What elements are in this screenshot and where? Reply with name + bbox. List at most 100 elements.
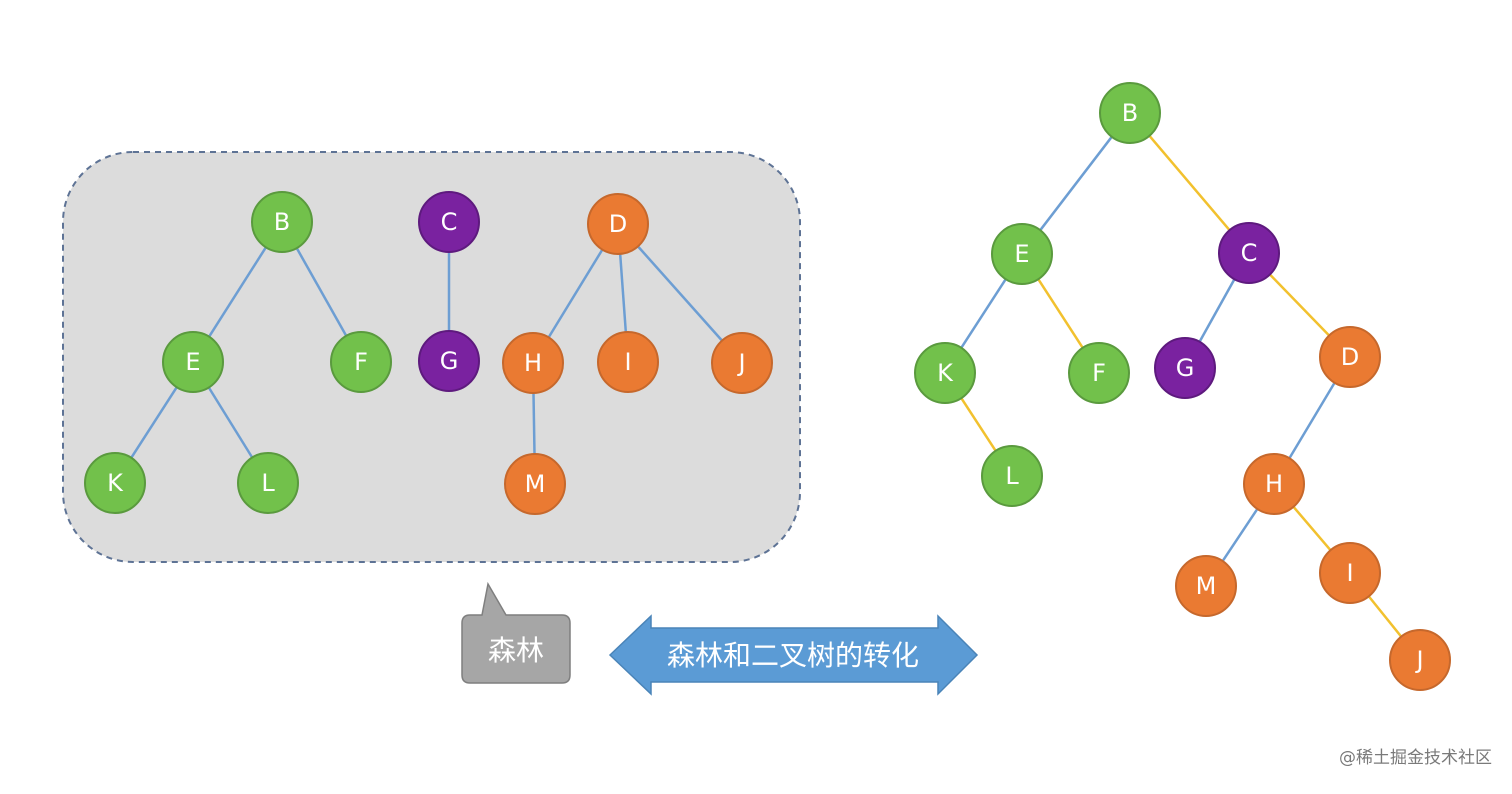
binary-tree-node-g: G — [1154, 337, 1216, 399]
node-label: K — [107, 469, 124, 497]
node-circle — [418, 191, 480, 253]
edge-f-E-f-K — [130, 386, 178, 459]
node-circle — [711, 332, 773, 394]
watermark: @稀土掘金技术社区 — [1339, 748, 1492, 768]
node-circle — [1218, 222, 1280, 284]
node-circle — [84, 452, 146, 514]
node-label: D — [609, 210, 627, 238]
node-circle — [502, 332, 564, 394]
binary-tree-node-h: H — [1243, 453, 1305, 515]
nodes-layer: B E F K L C G D H I J M B E C K F G D L H M I J — [84, 82, 1451, 691]
edge-f-B-f-E — [208, 246, 267, 338]
node-circle — [1319, 542, 1381, 604]
forest-node-e: E — [162, 331, 224, 393]
node-circle — [1243, 453, 1305, 515]
edge-f-B-f-F — [295, 247, 348, 337]
node-label: D — [1341, 343, 1359, 371]
node-circle — [330, 331, 392, 393]
forest-node-j: J — [711, 332, 773, 394]
node-label: C — [441, 208, 458, 236]
edge-b-H-b-I — [1292, 506, 1332, 551]
edge-f-D-f-I — [618, 253, 628, 333]
edges-layer — [130, 135, 1403, 638]
node-circle — [1068, 342, 1130, 404]
node-label: B — [1122, 99, 1138, 127]
edge-b-C-b-G — [1198, 278, 1236, 343]
callout-label: 森林 — [488, 634, 544, 667]
callout-bubble — [461, 581, 571, 684]
binary-tree-node-e: E — [991, 223, 1053, 285]
binary-tree-node-b: B — [1099, 82, 1161, 144]
node-circle — [162, 331, 224, 393]
node-label: L — [261, 469, 275, 497]
forest-node-m: M — [504, 453, 566, 515]
node-label: I — [1346, 559, 1353, 587]
binary-tree-node-k: K — [914, 342, 976, 404]
node-label: C — [1241, 239, 1258, 267]
node-circle — [418, 330, 480, 392]
node-label: H — [1265, 470, 1283, 498]
binary-tree-node-d: D — [1319, 326, 1381, 388]
edge-b-E-b-K — [960, 278, 1007, 349]
binary-tree-node-l: L — [981, 445, 1043, 507]
node-circle — [1154, 337, 1216, 399]
node-label: G — [1176, 354, 1195, 382]
node-label: M — [1196, 572, 1217, 600]
node-label: J — [736, 349, 745, 377]
forest-node-l: L — [237, 452, 299, 514]
node-label: J — [1414, 646, 1423, 674]
forest-node-k: K — [84, 452, 146, 514]
node-label: E — [1014, 240, 1029, 268]
edge-b-K-b-L — [960, 397, 997, 452]
node-circle — [504, 453, 566, 515]
edge-b-B-b-C — [1148, 135, 1231, 231]
node-label: F — [1092, 359, 1106, 387]
node-circle — [237, 452, 299, 514]
node-circle — [587, 193, 649, 255]
edge-b-I-b-J — [1367, 595, 1403, 638]
node-label: H — [524, 349, 542, 377]
node-circle — [914, 342, 976, 404]
node-circle — [1389, 629, 1451, 691]
edge-b-B-b-E — [1039, 136, 1113, 231]
edge-b-C-b-D — [1269, 273, 1330, 337]
forest-node-i: I — [597, 331, 659, 393]
arrow-label: 森林和二叉树的转化 — [667, 639, 919, 672]
node-label: G — [440, 347, 459, 375]
forest-callout: 森林 — [461, 581, 571, 684]
node-label: L — [1005, 462, 1019, 490]
binary-tree-node-i: I — [1319, 542, 1381, 604]
edge-f-D-f-H — [547, 248, 604, 339]
node-circle — [1319, 326, 1381, 388]
edge-b-E-b-F — [1037, 278, 1084, 349]
node-circle — [991, 223, 1053, 285]
forest-node-f: F — [330, 331, 392, 393]
forest-node-c: C — [418, 191, 480, 253]
node-circle — [251, 191, 313, 253]
forest-node-b: B — [251, 191, 313, 253]
double-arrow-shape — [608, 614, 979, 696]
forest-node-g: G — [418, 330, 480, 392]
binary-tree-node-f: F — [1068, 342, 1130, 404]
edge-f-H-f-M — [532, 392, 536, 455]
node-circle — [1175, 555, 1237, 617]
edge-b-H-b-M — [1221, 508, 1259, 562]
node-label: B — [274, 208, 290, 236]
node-circle — [981, 445, 1043, 507]
edge-f-E-f-L — [207, 386, 254, 459]
node-label: F — [354, 348, 368, 376]
edge-b-D-b-H — [1288, 382, 1336, 459]
conversion-arrow: 森林和二叉树的转化 — [608, 614, 979, 696]
forest-node-h: H — [502, 332, 564, 394]
node-label: I — [624, 348, 631, 376]
node-circle — [597, 331, 659, 393]
binary-tree-node-c: C — [1218, 222, 1280, 284]
binary-tree-node-j: J — [1389, 629, 1451, 691]
binary-tree-node-m: M — [1175, 555, 1237, 617]
node-label: K — [937, 359, 954, 387]
node-circle — [1099, 82, 1161, 144]
edge-f-D-f-J — [637, 245, 723, 342]
forest-node-d: D — [587, 193, 649, 255]
node-label: M — [525, 470, 546, 498]
